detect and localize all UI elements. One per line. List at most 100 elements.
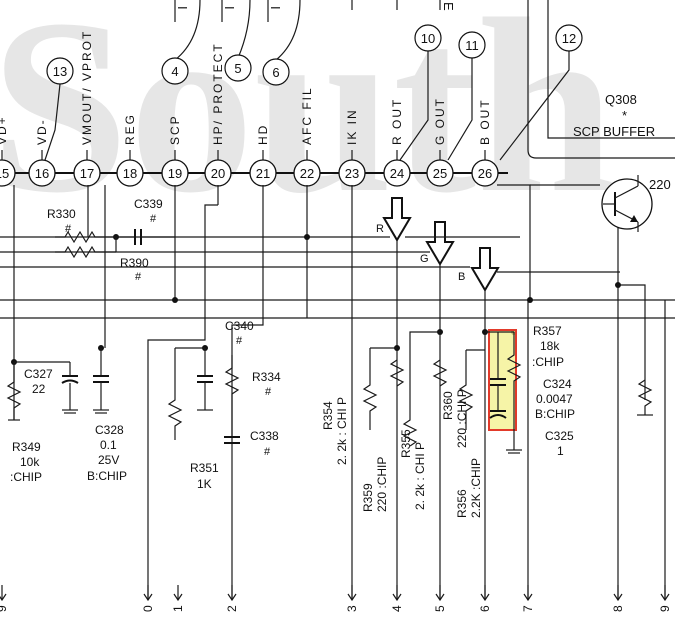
r-letter: R: [376, 223, 384, 235]
callout-number: 4: [171, 64, 178, 79]
ic-pin-19: 19 SCP: [161, 114, 189, 187]
callout-number: 11: [465, 38, 479, 53]
ic-pin-number: 16: [35, 166, 49, 181]
r354-value: 2. 2k : CHI P: [335, 397, 349, 465]
c338-mark: #: [264, 446, 271, 458]
c325-value: 1: [557, 444, 564, 458]
callout-number: 5: [234, 61, 241, 76]
ic-pin-15: 15VD+: [0, 115, 16, 187]
ic-pin-label: B OUT: [478, 98, 492, 145]
ic-pin-number: 24: [390, 166, 404, 181]
ic-pin-number: 17: [80, 166, 94, 181]
r357-label: R357: [533, 324, 562, 338]
q308-name: SCP BUFFER: [573, 124, 655, 139]
ic-pin-number: 19: [168, 166, 182, 181]
r357-v2: :CHIP: [532, 355, 564, 369]
bottom-pin-number: 3: [345, 605, 359, 612]
r349-label: R349: [12, 440, 41, 454]
bottom-pin-5: 4: [390, 585, 404, 612]
c340-label: C340: [225, 319, 254, 333]
r334-label: R334: [252, 370, 281, 384]
bottom-pin-2: 1: [171, 585, 185, 612]
r356-label: R356: [455, 489, 469, 518]
ic-pin-number: 25: [433, 166, 447, 181]
bottom-pin-number: 7: [521, 605, 535, 612]
callout-12: 12: [555, 24, 583, 52]
bottom-pin-6: 5: [433, 585, 447, 612]
c328-label: C328: [95, 423, 124, 437]
r-out-arrow: [382, 197, 412, 242]
g-out-arrow: [425, 221, 455, 266]
ic-pin-16: 16 VD-: [28, 118, 56, 187]
bottom-pin-0: 9: [0, 585, 9, 612]
r357-v1: 18k: [540, 339, 560, 353]
top-label-3: I: [268, 6, 283, 10]
r334-mark: #: [265, 386, 272, 398]
r349-v2: :CHIP: [10, 470, 42, 484]
r359-value: 220 :CHIP: [375, 457, 389, 512]
bottom-pin-number: 2: [225, 605, 239, 612]
ic-pin-number: 21: [256, 166, 270, 181]
r330-mark: #: [65, 223, 72, 235]
c328-v2: 25V: [98, 453, 119, 467]
top-label-2: I: [222, 6, 237, 10]
bottom-pin-number: 0: [141, 605, 155, 612]
ic-pin-number: 23: [345, 166, 359, 181]
c324-v2: B:CHIP: [535, 407, 575, 421]
bottom-pin-4: 3: [345, 585, 359, 612]
ic-pin-label: R OUT: [390, 98, 404, 145]
c328-v1: 0.1: [100, 438, 117, 452]
bottom-pin-number: 4: [390, 605, 404, 612]
bottom-pin-9: 8: [611, 585, 625, 612]
callout-number: 12: [562, 31, 576, 46]
ic-pin-26: 26 B OUT: [471, 98, 499, 187]
ic-pin-24: 24 R OUT: [383, 98, 411, 187]
callout-10: 10: [414, 24, 442, 52]
bottom-pin-3: 2: [225, 585, 239, 612]
c324-label: C324: [543, 377, 572, 391]
b-out-arrow: [470, 247, 500, 292]
bottom-pin-number: 9: [0, 605, 9, 612]
ic-pin-label: AFC FIL: [300, 86, 314, 145]
bottom-pin-1: 0: [141, 585, 155, 612]
r390-resistor: [55, 245, 116, 259]
callout-6: 6: [262, 58, 290, 86]
ic-pin-label: VD+: [0, 115, 9, 145]
callout-number: 10: [421, 31, 435, 46]
callout-5: 5: [224, 54, 252, 82]
bottom-pin-number: 5: [433, 605, 447, 612]
r356-value: 2.2K :CHIP: [469, 458, 483, 518]
bottom-pin-number: 9: [658, 605, 672, 612]
bottom-pin-number: 8: [611, 605, 625, 612]
ic-pin-number: 18: [123, 166, 137, 181]
c324-v1: 0.0047: [536, 392, 573, 406]
c340-mark: #: [236, 335, 243, 347]
ic-pin-number: 20: [211, 166, 225, 181]
q308-label: 220: [649, 177, 671, 192]
top-label-4: E: [441, 2, 456, 11]
bottom-pin-number: 1: [171, 605, 185, 612]
top-label-1: I: [175, 6, 190, 10]
q308-transistor: [601, 178, 653, 230]
callout-11: 11: [458, 31, 486, 59]
ic-pin-label: VD-: [35, 118, 49, 145]
ic-pin-label: SCP: [168, 114, 182, 145]
r390-label: R390: [120, 256, 149, 270]
callout-13: 13: [46, 57, 74, 85]
r330-label: R330: [47, 207, 76, 221]
c339-label: C339: [134, 197, 163, 211]
g-letter: G: [420, 253, 429, 265]
bottom-pin-10: 9: [658, 585, 672, 612]
callout-4: 4: [161, 57, 189, 85]
b-letter: B: [458, 271, 465, 283]
c328-v3: B:CHIP: [87, 469, 127, 483]
ic-pin-number: 26: [478, 166, 492, 181]
r349-v1: 10k: [20, 455, 40, 469]
